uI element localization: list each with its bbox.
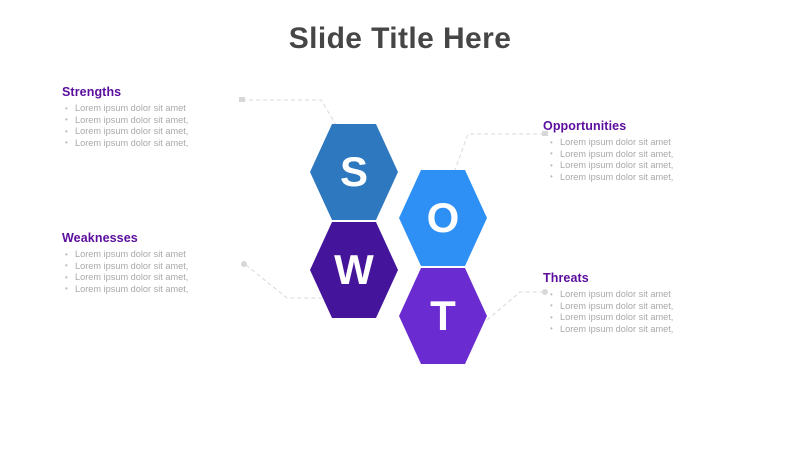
bullet-list-strengths: Lorem ipsum dolor sit amet Lorem ipsum d… xyxy=(62,103,252,149)
list-item: Lorem ipsum dolor sit amet, xyxy=(62,114,252,127)
heading-threats: Threats xyxy=(543,271,589,285)
bullet-list-threats: Lorem ipsum dolor sit amet Lorem ipsum d… xyxy=(543,289,733,335)
hexagon-letter-w: W xyxy=(334,246,374,293)
list-item: Lorem ipsum dolor sit amet, xyxy=(543,171,733,184)
bullet-list-opportunities: Lorem ipsum dolor sit amet Lorem ipsum d… xyxy=(543,137,733,183)
hexagon-letter-s: S xyxy=(339,148,368,195)
text-block-threats: Threats Lorem ipsum dolor sit amet Lorem… xyxy=(543,271,733,335)
hexagon-strengths[interactable]: S xyxy=(310,124,398,220)
connector-opportunities xyxy=(451,133,545,179)
list-item: Lorem ipsum dolor sit amet, xyxy=(62,283,252,296)
text-block-strengths: Strengths Lorem ipsum dolor sit amet Lor… xyxy=(62,85,252,149)
list-item: Lorem ipsum dolor sit amet, xyxy=(62,272,252,284)
list-item: Lorem ipsum dolor sit amet, xyxy=(62,126,252,138)
heading-strengths: Strengths xyxy=(62,85,122,99)
list-item: Lorem ipsum dolor sit amet, xyxy=(62,137,252,150)
hexagon-letter-t: T xyxy=(430,292,456,339)
list-item: Lorem ipsum dolor sit amet, xyxy=(62,260,252,273)
connector-weaknesses xyxy=(245,264,340,299)
list-item: Lorem ipsum dolor sit amet, xyxy=(543,148,733,161)
list-item: Lorem ipsum dolor sit amet, xyxy=(543,312,733,324)
hexagon-opportunities[interactable]: O xyxy=(399,170,487,266)
list-item: Lorem ipsum dolor sit amet xyxy=(543,137,733,149)
connector-threats xyxy=(486,291,545,321)
list-item: Lorem ipsum dolor sit amet, xyxy=(543,323,733,336)
list-item: Lorem ipsum dolor sit amet, xyxy=(543,160,733,172)
heading-opportunities: Opportunities xyxy=(543,119,627,133)
hexagon-weaknesses[interactable]: W xyxy=(310,222,398,318)
hexagon-threats[interactable]: T xyxy=(399,268,487,364)
page-title: Slide Title Here xyxy=(288,22,512,55)
list-item: Lorem ipsum dolor sit amet xyxy=(62,249,252,261)
text-block-opportunities: Opportunities Lorem ipsum dolor sit amet… xyxy=(543,119,733,183)
list-item: Lorem ipsum dolor sit amet, xyxy=(543,300,733,313)
text-block-weaknesses: Weaknesses Lorem ipsum dolor sit amet Lo… xyxy=(62,231,252,295)
connector-endpoint-strengths xyxy=(239,97,245,102)
heading-weaknesses: Weaknesses xyxy=(62,231,138,245)
hexagon-letter-o: O xyxy=(426,194,460,241)
list-item: Lorem ipsum dolor sit amet xyxy=(543,289,733,301)
connector-strengths xyxy=(242,99,339,129)
list-item: Lorem ipsum dolor sit amet xyxy=(62,103,252,115)
connector-endpoint-opportunities xyxy=(542,131,548,136)
bullet-list-weaknesses: Lorem ipsum dolor sit amet Lorem ipsum d… xyxy=(62,249,252,295)
